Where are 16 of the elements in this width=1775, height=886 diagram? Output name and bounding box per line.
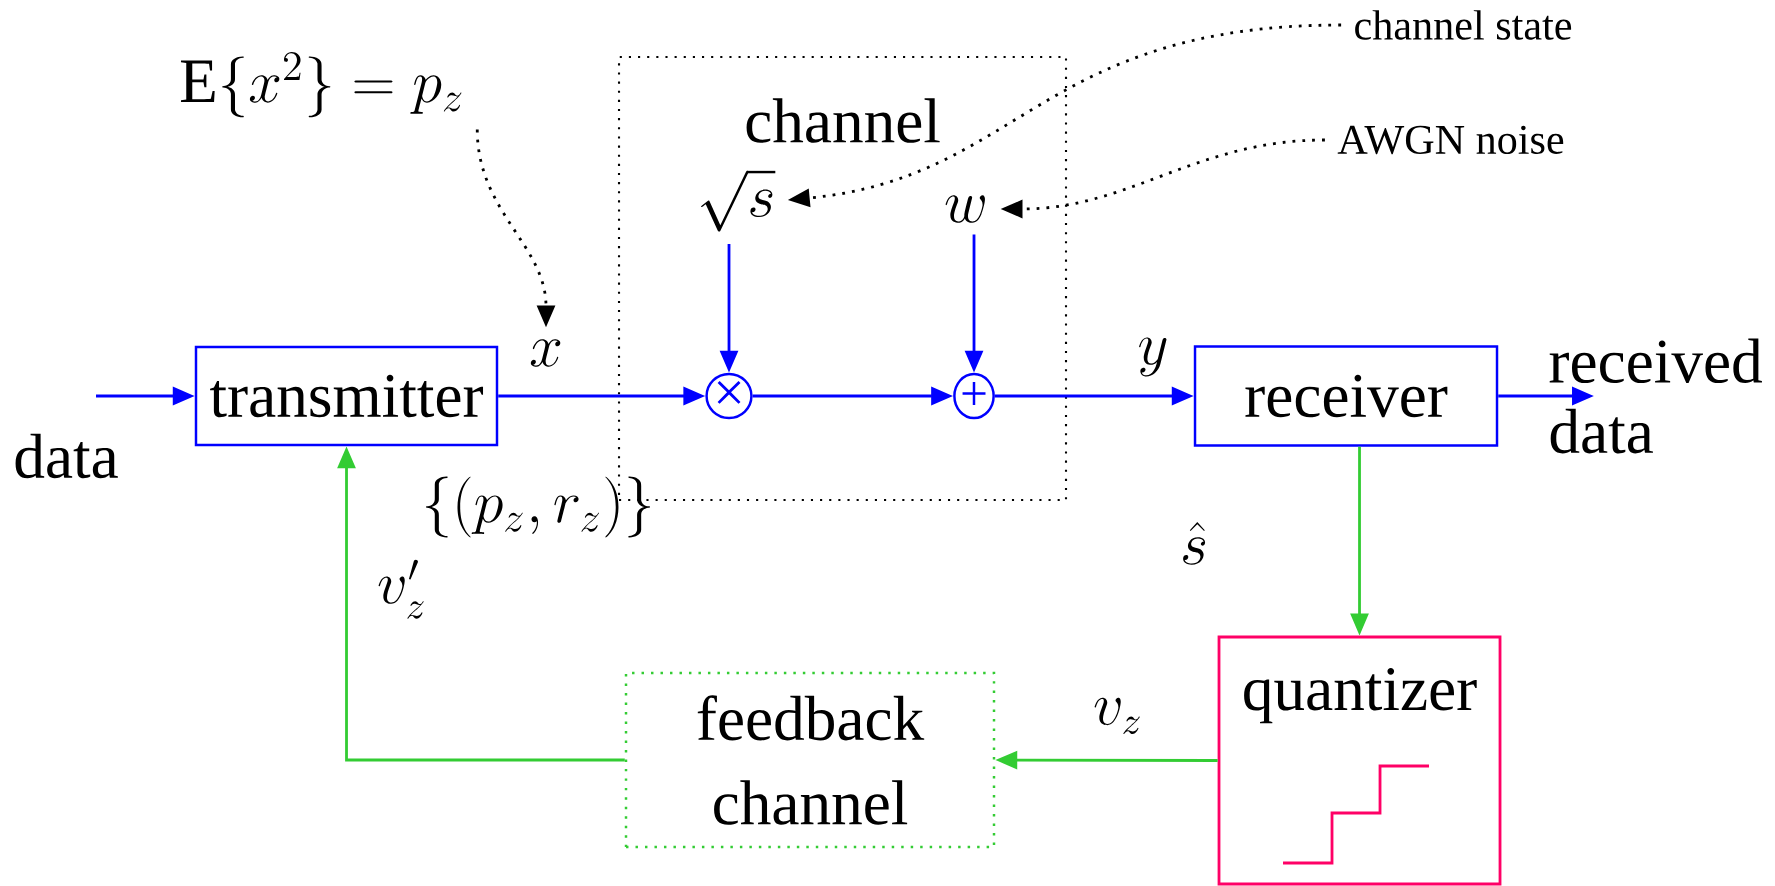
edge-label: $v_{z}$	[1094, 697, 1140, 735]
annotation-text: AWGN noise	[1337, 125, 1564, 155]
symbol-label: $w$	[945, 195, 985, 223]
process-box: transmitter	[194, 345, 499, 447]
process-box: receiver	[1193, 345, 1499, 447]
symbol-label: $\sqrt{s}$	[701, 170, 776, 232]
edge-label: received data	[1549, 338, 1762, 454]
edge-label: $y$	[1139, 337, 1167, 377]
process-box: feedback channel	[624, 671, 996, 849]
edge-label: $\hat{s}$	[1183, 521, 1206, 565]
annotation-text: channel state	[1355, 10, 1572, 40]
edge-label: $v'_{z}$	[378, 559, 424, 619]
equation-label: $\mathrm{E}\{x^{2}\} = p_{z}$	[180, 51, 462, 118]
quantizer-box: quantizer	[1217, 635, 1502, 886]
symbol-label: $x$	[530, 339, 561, 367]
edge-label: data	[15, 433, 118, 479]
